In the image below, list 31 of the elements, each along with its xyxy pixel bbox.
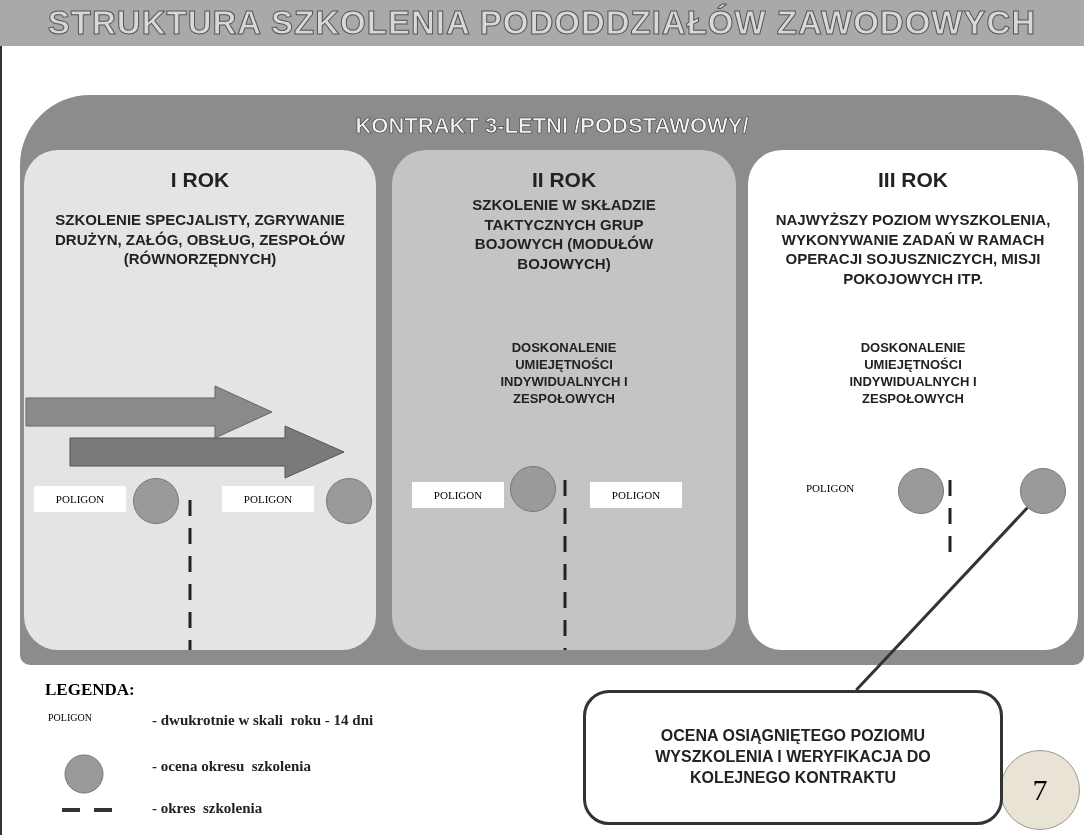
legend-text: - ocena okresu szkolenia [152,758,311,775]
title: STRUKTURA SZKOLENIA PODODDZIAŁÓW ZAWODOWYCH [0,0,1084,46]
training-description: SZKOLENIE SPECJALISTY, ZGRYWANIE DRUŻYN, ZAŁÓG, OBSŁUG, ZESPOŁÓW (RÓWNORZĘDNYCH) [54,210,346,269]
assessment-circle [1020,468,1066,514]
training-description: SZKOLENIE W SKŁADZIE TAKTYCZNYCH GRUP BOJOWYCH (MODUŁÓW BOJOWYCH) [471,195,657,273]
panel-heading: KONTRAKT 3-LETNI /PODSTAWOWY/ [354,113,750,139]
year-heading: III ROK [877,168,949,192]
poligon-label: POLIGON [806,482,855,494]
training-description: NAJWYŻSZY POZIOM WYSZKOLENIA, WYKONYWANIE ZADAŃ W RAMACH OPERACJI SOJUSZNICZYCH, MISJI POKOJOWYCH ITP. [774,210,1052,288]
year-heading: I ROK [169,168,231,192]
poligon-tag: POLIGON [412,482,504,508]
page-number-circle: 7 [1000,750,1080,830]
poligon-tag: POLIGON [222,486,314,512]
year-panel [392,150,736,650]
assessment-circle [326,478,372,524]
speech-bubble: OCENA OSIĄGNIĘTEGO POZIOMU WYSZKOLENIA I WERYFIKACJA DO KOLEJNEGO KONTRAKTU [583,690,1003,825]
poligon-tag: POLIGON [34,486,126,512]
year-heading: II ROK [530,168,598,192]
legend-title: LEGENDA: [45,680,135,700]
assessment-circle [133,478,179,524]
improvement-note: DOSKONALENIE UMIEJĘTNOŚCI INDYWIDUALNYCH I ZESPOŁOWYCH [499,340,629,408]
assessment-circle [510,466,556,512]
year-panel [24,150,376,650]
legend-text: - dwukrotnie w skali roku - 14 dni [152,712,374,729]
year-panel [748,150,1078,650]
poligon-tag: POLIGON [590,482,682,508]
legend-sample-text: POLIGON [48,712,92,723]
contract-panel [20,95,1084,665]
improvement-note: DOSKONALENIE UMIEJĘTNOŚCI INDYWIDUALNYCH I ZESPOŁOWYCH [848,340,978,408]
assessment-circle [898,468,944,514]
legend-text: - okres szkolenia [152,800,263,817]
